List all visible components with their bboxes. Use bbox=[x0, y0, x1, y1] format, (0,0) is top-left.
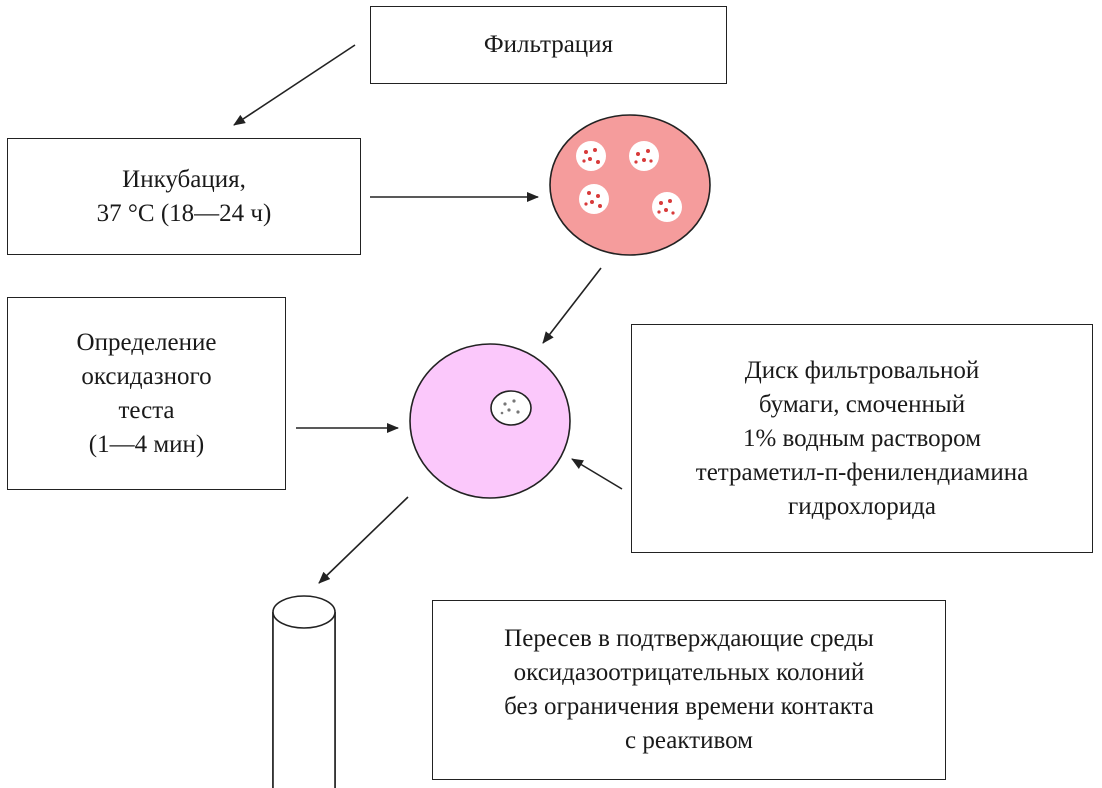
subculture-label-line-3: без ограничения времени контакта bbox=[504, 693, 874, 720]
disk-label-line-3: 1% водным раствором bbox=[742, 424, 982, 452]
disk-label-line-4: тетраметил-п-фенилендиамина bbox=[695, 458, 1029, 486]
filtration-box: Фильтрация bbox=[370, 6, 727, 84]
oxidase-label-line-4: (1—4 мин) bbox=[88, 430, 205, 458]
oxidase-test-box: Определение оксидазного теста (1—4 мин) bbox=[7, 297, 286, 490]
subculture-label-line-4: с реактивом bbox=[625, 727, 753, 754]
disk-label-line-2: бумаги, смоченный bbox=[758, 390, 966, 418]
colony-1 bbox=[576, 141, 606, 171]
incubation-label-line-2: 37 °С (18—24 ч) bbox=[96, 199, 272, 227]
disk-label-line-1: Диск фильтровальной bbox=[744, 356, 980, 384]
oxidase-petri-dish bbox=[409, 343, 571, 499]
disk-label-line-5: гидрохлорида bbox=[788, 492, 936, 520]
incubated-plate-body bbox=[549, 114, 711, 256]
oxidase-label-line-3: теста bbox=[118, 396, 175, 424]
test-tube-icon bbox=[272, 595, 336, 788]
filtration-label: Фильтрация bbox=[483, 31, 614, 58]
colony-4 bbox=[652, 192, 682, 222]
filter-paper-disk bbox=[490, 390, 532, 426]
arrow-disk-label-to-plate bbox=[571, 458, 623, 490]
subculture-label-line-2: оксидазоотрицательных колоний bbox=[513, 659, 865, 686]
incubation-box: Инкубация, 37 °С (18—24 ч) bbox=[7, 138, 361, 255]
arrow-filtration-to-incubation bbox=[233, 44, 356, 126]
colony-3 bbox=[579, 184, 609, 214]
incubated-petri-dish bbox=[549, 114, 711, 256]
oxidase-plate-body bbox=[409, 343, 571, 499]
subculture-box: Пересев в подтверждающие среды оксидазоо… bbox=[432, 600, 946, 780]
subculture-label-line-1: Пересев в подтверждающие среды bbox=[504, 625, 874, 652]
arrow-plate-to-oxidase-plate bbox=[542, 267, 602, 344]
filter-disk-box: Диск фильтровальной бумаги, смоченный 1%… bbox=[631, 324, 1093, 553]
incubation-label-line-1: Инкубация, bbox=[122, 165, 246, 193]
colony-2 bbox=[629, 141, 659, 171]
arrow-plate-to-tube bbox=[318, 496, 409, 584]
oxidase-label-line-1: Определение bbox=[76, 328, 217, 356]
oxidase-label-line-2: оксидазного bbox=[81, 362, 212, 390]
